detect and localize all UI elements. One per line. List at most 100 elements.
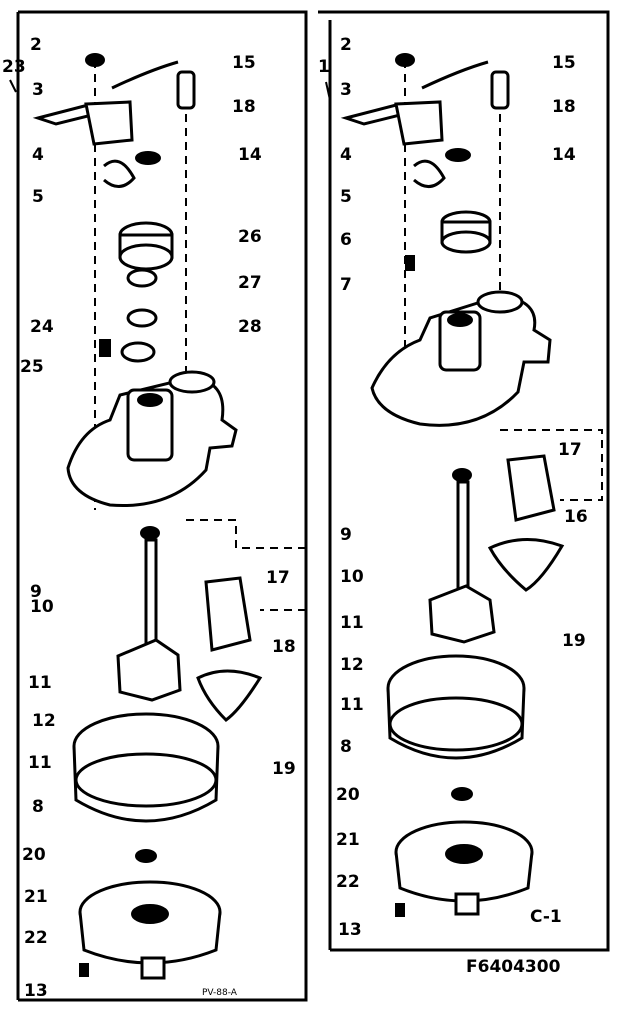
- left-part-label: 15: [232, 53, 256, 73]
- part-24-pin: [99, 339, 111, 357]
- part-9-nut-right: [452, 468, 472, 482]
- right-part-label: 11: [340, 695, 364, 715]
- part-18-spring: [176, 70, 196, 110]
- part-5-pulley-bottom: [118, 243, 174, 271]
- right-assembly: [340, 53, 603, 917]
- left-callout-label: 23: [2, 57, 26, 77]
- right-part-label: 17: [558, 440, 582, 460]
- left-part-label: 21: [24, 887, 48, 907]
- left-part-label: 11: [28, 753, 52, 773]
- left-part-label: 8: [32, 797, 44, 817]
- left-part-label: 13: [24, 981, 48, 1001]
- right-part-label: 6: [340, 230, 352, 250]
- right-part-label: 5: [340, 187, 352, 207]
- part-13-screw-right: [395, 903, 405, 917]
- left-part-label: 24: [30, 317, 54, 337]
- right-panel-frame: [318, 10, 610, 952]
- part-22-gear-right: [445, 844, 483, 864]
- part-2-nut-right: [395, 53, 415, 67]
- part-7-hub-top: [447, 313, 473, 327]
- part-18-spring-right: [490, 70, 510, 110]
- part-9-nut: [140, 526, 160, 540]
- left-part-label: 27: [238, 273, 262, 293]
- part-3-bracket-right: [394, 100, 444, 146]
- left-part-label: 28: [238, 317, 262, 337]
- right-part-label: 22: [336, 872, 360, 892]
- part-7-hub: [438, 310, 482, 372]
- right-part-label: 10: [340, 567, 364, 587]
- sheet-mark: PV-88-A: [202, 988, 238, 998]
- part-19-clip: [196, 669, 263, 722]
- part-21-stub: [140, 956, 166, 980]
- part-2-nut: [85, 53, 105, 67]
- part-19-clip-right: [487, 537, 565, 592]
- left-assembly: [32, 53, 307, 980]
- variant-label: C-1: [530, 907, 562, 927]
- right-part-label: 16: [564, 507, 588, 527]
- right-part-label: 11: [340, 613, 364, 633]
- part-7-port: [476, 290, 524, 314]
- left-part-label: 26: [238, 227, 262, 247]
- part-10-shaft: [144, 538, 158, 652]
- left-part-label: 22: [24, 928, 48, 948]
- part-28-ring: [120, 341, 156, 363]
- part-13-screw: [79, 963, 89, 977]
- part-11-lower-ring-right: [388, 696, 524, 752]
- part-11-agitator-right: [428, 584, 496, 644]
- left-part-label: 14: [238, 145, 262, 165]
- part-11-lower-ring: [74, 752, 218, 808]
- part-10-shaft-right: [456, 480, 470, 600]
- right-part-label: 20: [336, 785, 360, 805]
- part-14-washer: [135, 151, 161, 165]
- part-15-rod-right: [421, 60, 489, 90]
- part-3-bracket: [84, 100, 134, 146]
- part-4-clip: [103, 159, 136, 188]
- part-26-ring: [126, 268, 158, 288]
- left-part-label: 2: [30, 35, 42, 55]
- left-callout-arrow: [9, 79, 17, 93]
- left-part-label: 4: [32, 145, 44, 165]
- right-part-label: 18: [552, 97, 576, 117]
- left-part-label: 10: [30, 597, 54, 617]
- right-part-label: 13: [338, 920, 362, 940]
- right-callout-label: 1: [318, 57, 330, 77]
- part-25-hub-top: [137, 393, 163, 407]
- part-25-hub: [126, 388, 174, 462]
- right-part-label: 3: [340, 80, 352, 100]
- left-part-label: 5: [32, 187, 44, 207]
- left-panel-frame: [16, 10, 308, 1002]
- left-part-label: 18: [272, 637, 296, 657]
- right-part-label: 8: [340, 737, 352, 757]
- left-part-label: 17: [266, 568, 290, 588]
- part-20-nut: [135, 849, 157, 863]
- part-17-valve-right: [506, 454, 556, 522]
- right-part-label: 19: [562, 631, 586, 651]
- part-6-pin: [405, 255, 415, 271]
- left-part-label: 20: [22, 845, 46, 865]
- part-15-rod: [111, 60, 179, 90]
- part-25-port: [168, 370, 216, 394]
- left-part-label: 11: [28, 673, 52, 693]
- right-part-label: 7: [340, 275, 352, 295]
- part-5-pulley-bottom-right: [440, 230, 492, 254]
- right-part-label: 9: [340, 525, 352, 545]
- left-part-label: 9: [30, 582, 42, 602]
- left-part-label: 12: [32, 711, 56, 731]
- part-20-nut-right: [451, 787, 473, 801]
- left-part-label: 19: [272, 759, 296, 779]
- left-subassembly-dash: [186, 519, 307, 611]
- right-callout-arrow: [325, 81, 331, 101]
- right-part-label: 21: [336, 830, 360, 850]
- part-21-stub-right: [454, 892, 480, 916]
- part-4-clip-right: [413, 159, 446, 188]
- left-part-label: 18: [232, 97, 256, 117]
- right-part-label: 14: [552, 145, 576, 165]
- part-11-agitator: [116, 638, 182, 702]
- right-part-label: 4: [340, 145, 352, 165]
- left-part-label: 3: [32, 80, 44, 100]
- part-27-ring: [126, 308, 158, 328]
